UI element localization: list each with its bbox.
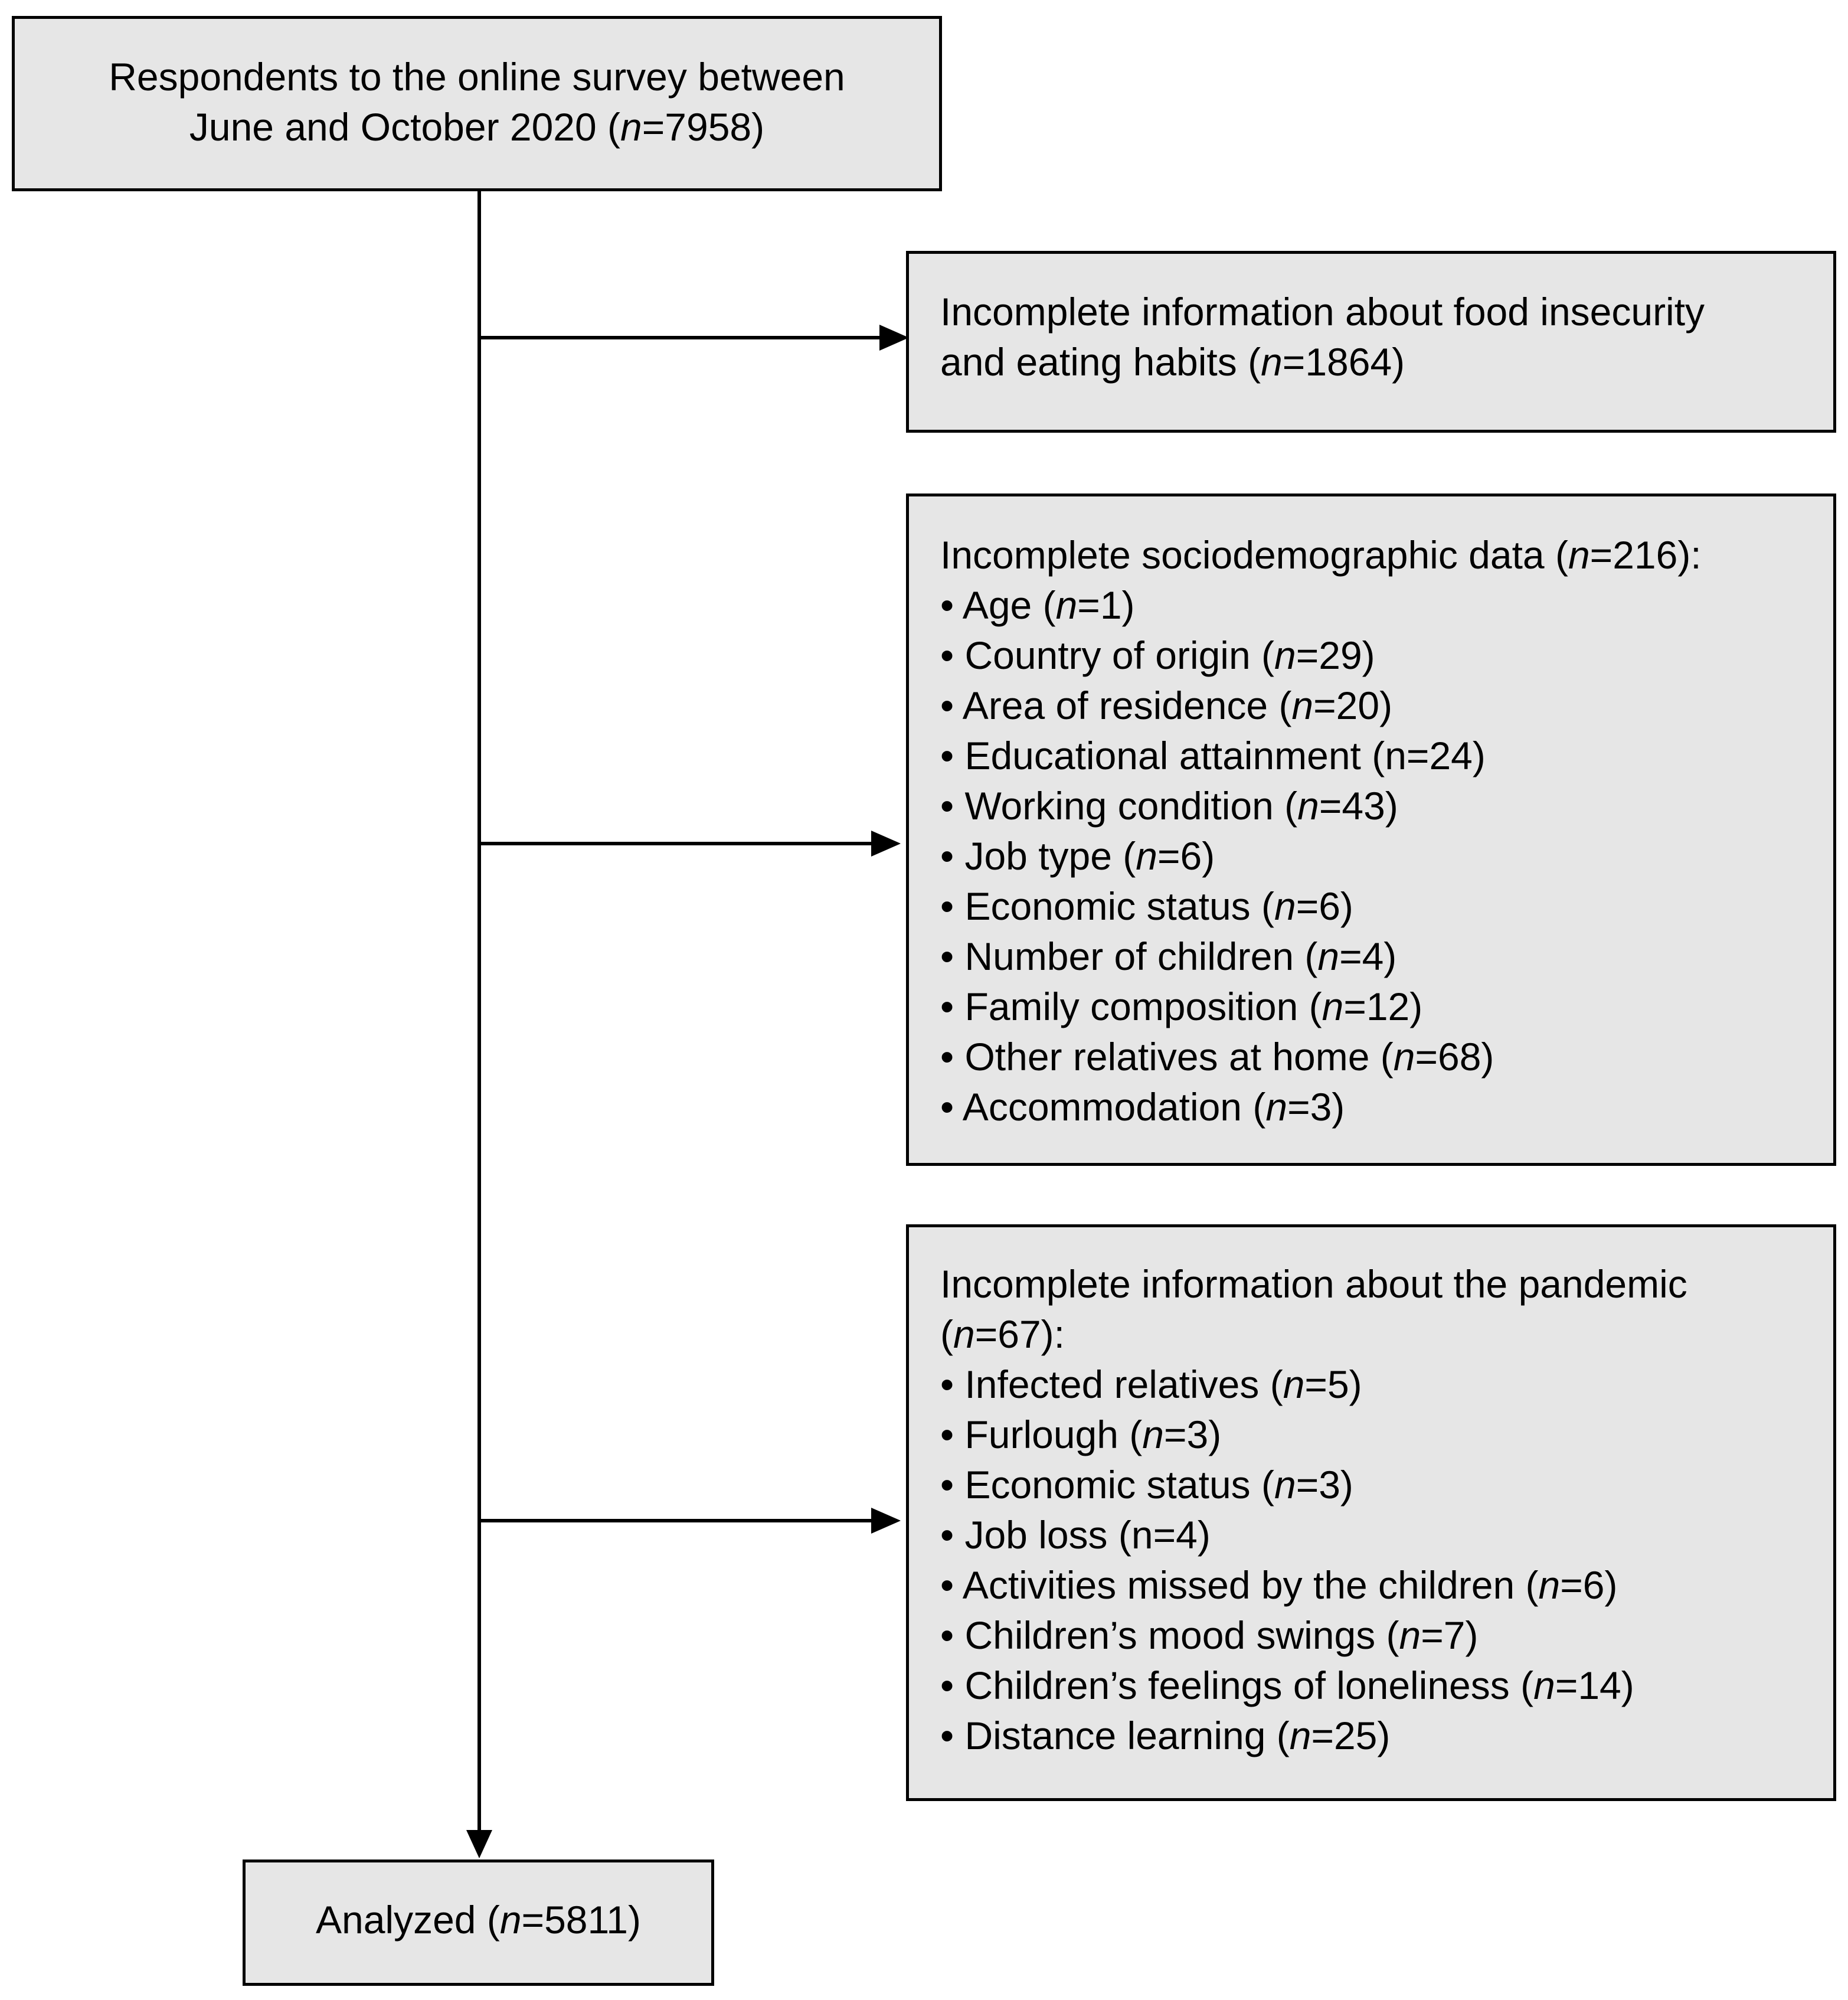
exclusion-text-pandemic: Incomplete information about the pandemi… <box>940 1259 1687 1761</box>
exclusion-2-item: • Educational attainment (n=24) <box>940 734 1486 777</box>
exclusion-box-pandemic <box>906 1224 1836 1801</box>
exclusion-3-item: • Distance learning (n=25) <box>940 1714 1391 1757</box>
exclusion-2-item: • Job type (n=6) <box>940 834 1215 878</box>
exclusion-3-heading: Incomplete information about the pandemi… <box>940 1262 1687 1306</box>
exclusion-text-sociodemographic: Incomplete sociodemographic data (n=216)… <box>940 530 1702 1132</box>
arrowhead-down-analyzed <box>466 1830 492 1858</box>
exclusion-3-item: • Furlough (n=3) <box>940 1413 1222 1456</box>
exclusion-1-line-2: and eating habits (n=1864) <box>940 340 1405 384</box>
exclusion-2-item: • Working condition (n=43) <box>940 784 1398 828</box>
exclusion-1-line-1: Incomplete information about food insecu… <box>940 290 1705 334</box>
exclusion-text-food-insecurity: Incomplete information about food insecu… <box>940 287 1705 387</box>
start-line-1: Respondents to the online survey between <box>109 55 845 99</box>
exclusion-2-item: • Number of children (n=4) <box>940 934 1397 978</box>
start-line-2: June and October 2020 (n=7958) <box>189 105 765 149</box>
analyzed-text: Analyzed (n=5811) <box>243 1895 714 1945</box>
arrowhead-right-2 <box>871 831 901 857</box>
exclusion-3-item: • Activities missed by the children (n=6… <box>940 1563 1618 1607</box>
exclusion-2-item: • Accommodation (n=3) <box>940 1085 1345 1129</box>
start-text: Respondents to the online survey between… <box>12 52 942 152</box>
exclusion-3-item: • Children’s mood swings (n=7) <box>940 1613 1479 1657</box>
exclusion-2-item: • Age (n=1) <box>940 583 1135 627</box>
arrowhead-right-3 <box>871 1508 901 1534</box>
analyzed-line: Analyzed (n=5811) <box>316 1898 641 1942</box>
exclusion-2-heading: Incomplete sociodemographic data (n=216)… <box>940 533 1702 577</box>
analyzed-box <box>243 1860 714 1986</box>
exclusion-3-item: • Economic status (n=3) <box>940 1463 1353 1506</box>
exclusion-3-item: • Job loss (n=4) <box>940 1513 1211 1557</box>
arrowhead-right-1 <box>879 325 909 351</box>
exclusion-2-item: • Family composition (n=12) <box>940 985 1423 1028</box>
exclusion-2-item: • Economic status (n=6) <box>940 884 1353 928</box>
exclusion-box-food-insecurity <box>906 251 1836 433</box>
exclusion-3-heading-count: (n=67): <box>940 1312 1065 1356</box>
exclusion-3-item: • Children’s feelings of loneliness (n=1… <box>940 1664 1634 1707</box>
exclusion-2-item: • Other relatives at home (n=68) <box>940 1035 1494 1079</box>
start-box <box>12 16 942 191</box>
exclusion-3-item: • Infected relatives (n=5) <box>940 1362 1362 1406</box>
exclusion-2-item: • Area of residence (n=20) <box>940 684 1393 727</box>
exclusion-2-item: • Country of origin (n=29) <box>940 633 1375 677</box>
exclusion-box-sociodemographic <box>906 494 1836 1166</box>
